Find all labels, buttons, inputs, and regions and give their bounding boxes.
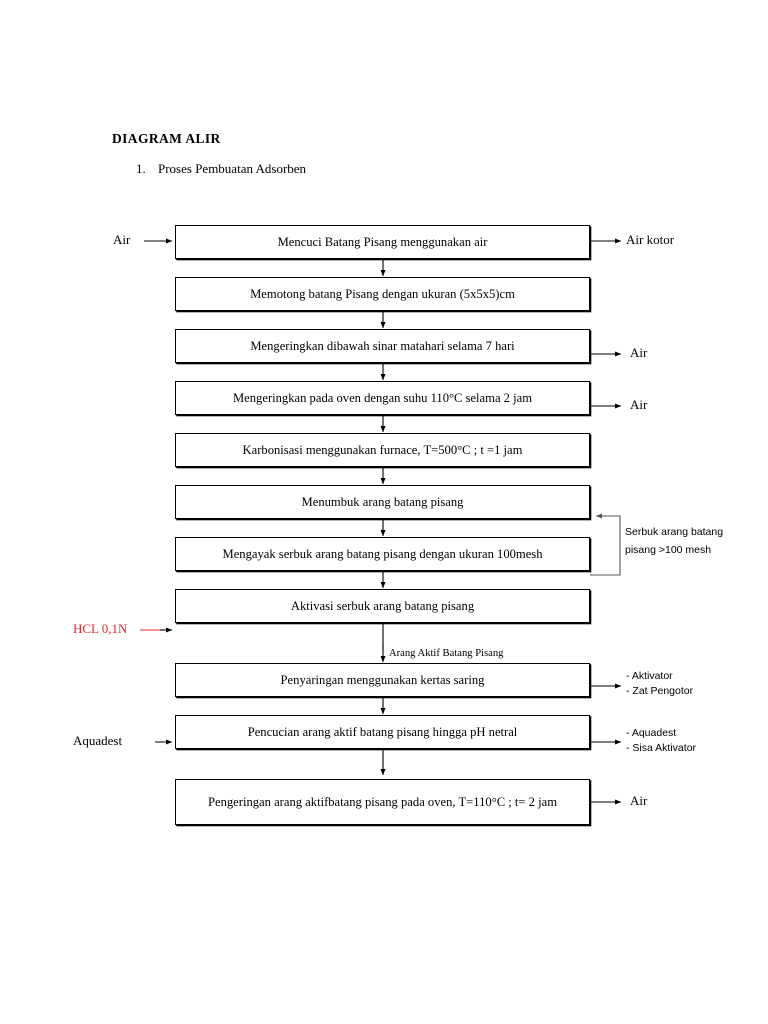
flow-node-penyaringan[interactable]: Penyaringan menggunakan kertas saring <box>175 663 590 697</box>
flow-node-pencucian[interactable]: Pencucian arang aktif batang pisang hing… <box>175 715 590 749</box>
input-label-aquadest: Aquadest <box>73 733 123 748</box>
flow-node-oven[interactable]: Mengeringkan pada oven dengan suhu 110°C… <box>175 381 590 415</box>
flow-node-mencuci[interactable]: Mencuci Batang Pisang menggunakan air <box>175 225 590 259</box>
flow-node-karbonisasi[interactable]: Karbonisasi menggunakan furnace, T=500°C… <box>175 433 590 467</box>
flow-node-pengeringan-akhir[interactable]: Pengeringan arang aktifbatang pisang pad… <box>175 779 590 825</box>
flow-node-aktivasi[interactable]: Aktivasi serbuk arang batang pisang <box>175 589 590 623</box>
output-label-sisa-aktivator: - Sisa Aktivator <box>626 742 697 754</box>
output-label-air-akhir: Air <box>630 793 648 808</box>
edge-label-arang-aktif: Arang Aktif Batang Pisang <box>389 648 504 659</box>
list-number: 1. <box>136 161 146 176</box>
flow-node-menumbuk[interactable]: Menumbuk arang batang pisang <box>175 485 590 519</box>
output-label-zat-pengotor: - Zat Pengotor <box>626 685 694 697</box>
flow-node-jemur[interactable]: Mengeringkan dibawah sinar matahari sela… <box>175 329 590 363</box>
input-label-air: Air <box>113 232 131 247</box>
output-label-air-oven: Air <box>630 397 648 412</box>
flow-node-memotong[interactable]: Memotong batang Pisang dengan ukuran (5x… <box>175 277 590 311</box>
recycle-label-line2: pisang >100 mesh <box>625 544 712 556</box>
output-label-air-jemur: Air <box>630 345 648 360</box>
output-label-aquadest: - Aquadest <box>626 727 677 739</box>
page-title: DIAGRAM ALIR <box>112 131 221 146</box>
output-label-air-kotor: Air kotor <box>626 232 675 247</box>
recycle-label-line1: Serbuk arang batang <box>625 526 724 538</box>
flow-node-mengayak[interactable]: Mengayak serbuk arang batang pisang deng… <box>175 537 590 571</box>
output-label-aktivator: - Aktivator <box>626 670 673 682</box>
list-item: Proses Pembuatan Adsorben <box>158 161 307 176</box>
input-label-hcl: HCL 0,1N <box>73 621 128 636</box>
